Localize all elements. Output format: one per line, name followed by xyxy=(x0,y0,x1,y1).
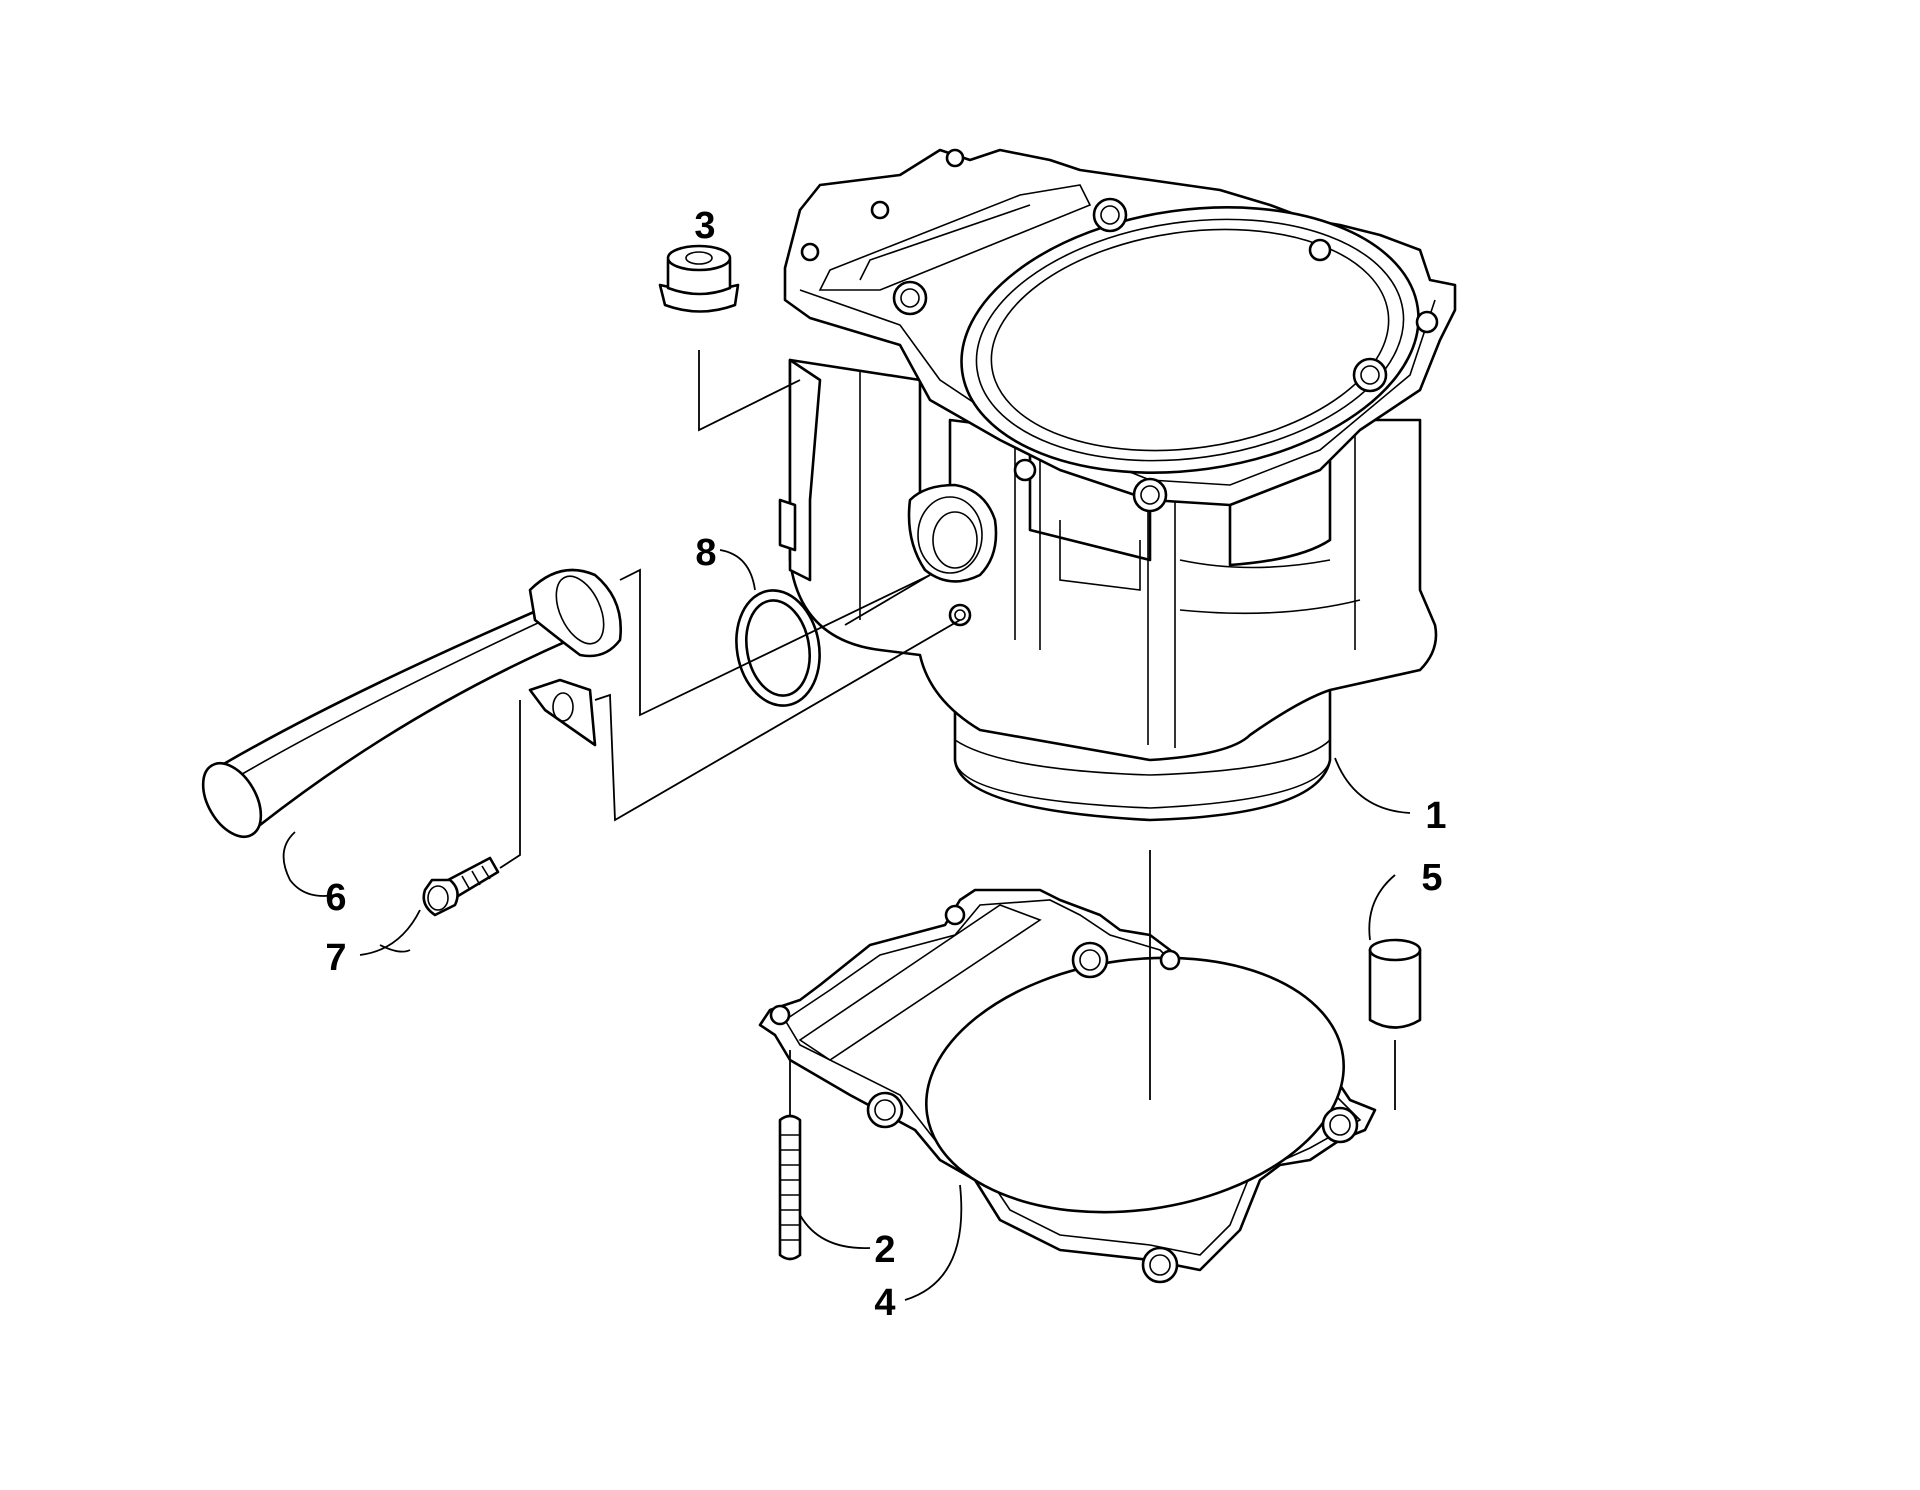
bolt[interactable] xyxy=(422,856,500,917)
leader-lines xyxy=(282,350,1411,1301)
callout-6: 6 xyxy=(325,877,346,919)
water-pipe[interactable] xyxy=(191,568,622,847)
nut[interactable] xyxy=(658,244,740,313)
callout-labels: 1 2 3 4 5 6 7 8 xyxy=(325,205,1446,1324)
callout-3: 3 xyxy=(694,205,715,247)
callout-1: 1 xyxy=(1425,795,1446,837)
stud[interactable] xyxy=(778,1114,802,1261)
callout-2: 2 xyxy=(874,1229,895,1271)
cylinder[interactable] xyxy=(778,148,1457,822)
callout-5: 5 xyxy=(1421,857,1442,899)
callout-8: 8 xyxy=(695,532,716,574)
callout-7: 7 xyxy=(325,937,346,979)
callout-4: 4 xyxy=(874,1282,895,1324)
base-gasket[interactable] xyxy=(758,888,1377,1284)
dowel-pin[interactable] xyxy=(1368,938,1422,1029)
